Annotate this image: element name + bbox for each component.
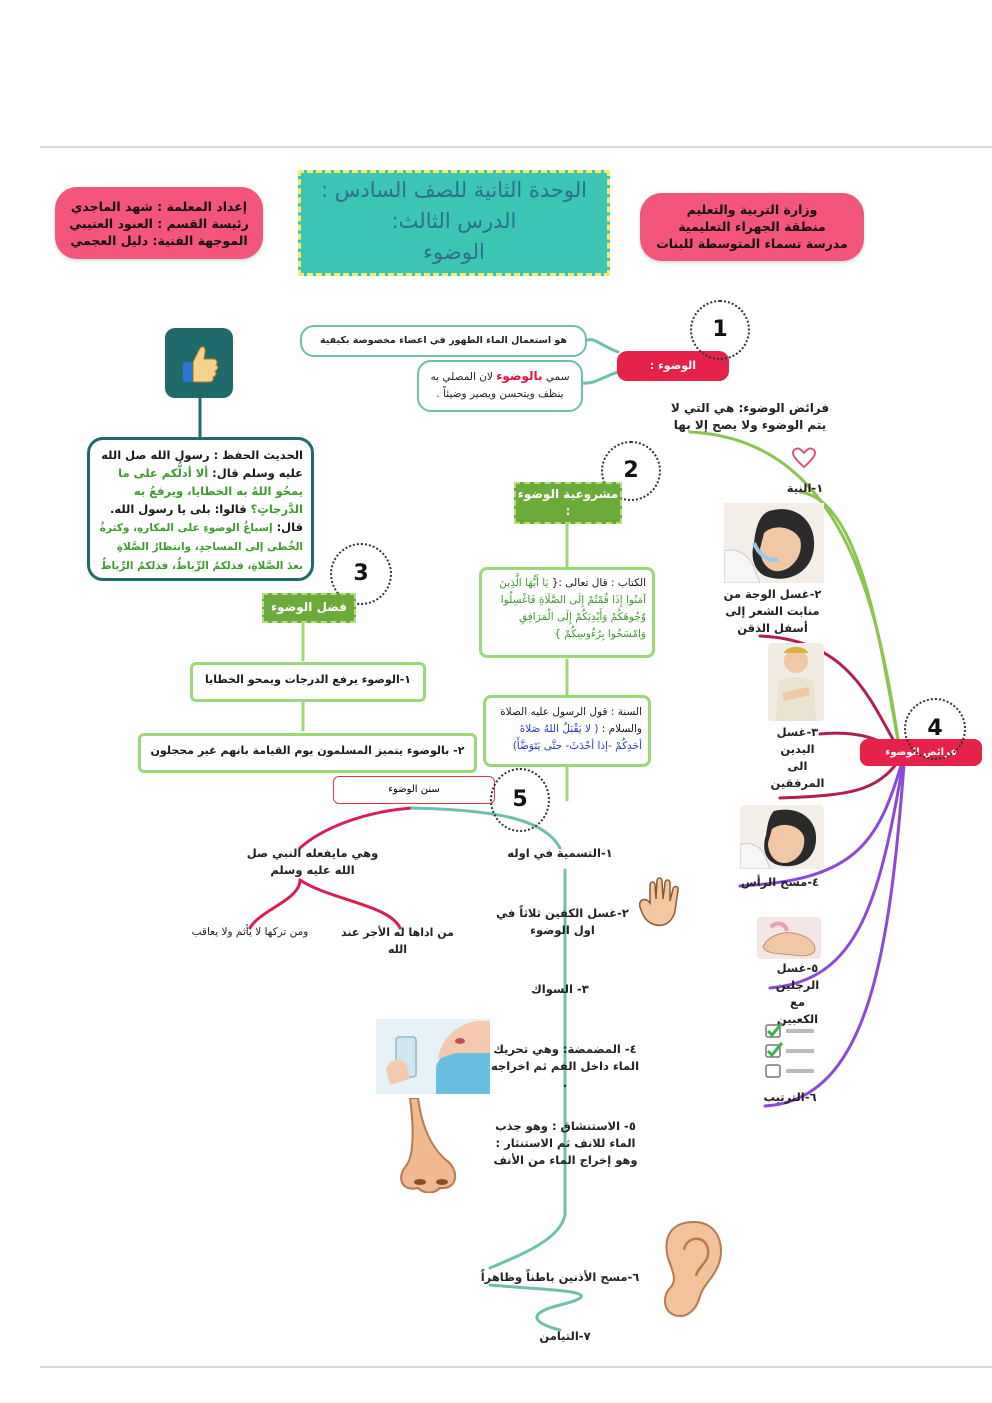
sunan-item-6: ٦-مسح الأذنين باطناً وظاهراً	[480, 1270, 640, 1284]
section-number-2: 2	[601, 441, 661, 501]
wudu-name-reason: سمي بالوضوء لان المصلي به ينظف ويتحسن وي…	[417, 360, 583, 412]
section-number-1: 1	[690, 300, 750, 360]
section-number-4: 4	[904, 698, 966, 760]
virtue-item-1: ١-الوضوء يرفع الدرجات ويمحو الخطايا	[190, 662, 426, 702]
teacher-info-box: إعداد المعلمة : شهد الماجدي رئيسة القسم …	[55, 187, 263, 259]
mouth-rinse-icon	[376, 1019, 490, 1094]
sunan-tag: سنن الوضوء	[333, 776, 495, 804]
ministry-info-box: وزارة التربية والتعليم منطقة الجهراء الت…	[640, 193, 864, 261]
quran-intro: الكتاب : قال تعالى :{	[551, 577, 646, 589]
quran-verse: يَا أَيُّهَا الَّذِينَ آمَنُوا إِذَا قُم…	[499, 577, 646, 640]
foot-washing-icon	[757, 917, 821, 959]
sunan-item-2: ٢-غسل الكفين ثلاثاً في اول الوضوء	[496, 906, 629, 937]
sunan-item-1: ١-التسمية في اوله	[507, 846, 613, 860]
region-line: منطقة الجهراء التعليمية	[678, 219, 826, 234]
sunnah-intro: السنة : قول الرسول عليه الصلاة والسلام :	[500, 706, 642, 735]
reason-prefix: سمي	[545, 371, 570, 383]
faraid-item-4: ٤-مسح الرأس	[740, 875, 820, 889]
ministry-line: وزارة التربية والتعليم	[686, 202, 818, 217]
unit-title: الوحدة الثانية للصف السادس :	[321, 178, 587, 202]
hand-icon	[632, 877, 694, 929]
faraid-item-1: ١-النية	[786, 481, 824, 495]
section-number-3: 3	[330, 543, 392, 605]
dept-head-line: رئيسة القسم : العنود العتيبي	[69, 216, 249, 231]
faraid-item-2: ٢-غسل الوجة من منابت الشعر إلى أسفل الذق…	[723, 587, 822, 635]
sunnah-evidence-box: السنة : قول الرسول عليه الصلاة والسلام :…	[483, 695, 651, 767]
lesson-title-box: الوحدة الثانية للصف السادس : الدرس الثال…	[298, 170, 610, 276]
hadith-said: قالوا: بلى يا رسول الله. قال:	[109, 502, 303, 534]
section-number-5: 5	[490, 768, 550, 832]
checklist-icon	[762, 1021, 818, 1083]
top-divider	[40, 146, 992, 148]
sunan-item-3: ٣- السواك	[531, 982, 589, 996]
sunan-no-punishment: ومن تركها لا يأثم ولا يعاقب	[191, 926, 309, 938]
bottom-divider	[40, 1366, 992, 1368]
heart-icon	[791, 447, 817, 469]
school-line: مدرسة تسماء المتوسطة للبنات	[656, 236, 848, 251]
hadith-text1: ألا أدلُّكم على ما يمحُو اللهُ به الخطاي…	[118, 466, 303, 516]
wudu-definition: هو استعمال الماء الطهور في اعضاء مخصوصة …	[300, 325, 587, 374]
reason-keyword: بالوضوء	[496, 369, 543, 383]
faraid-item-5: ٥-غسل الرجلين مع الكعبين	[775, 961, 820, 1026]
reason-rest: لان المصلي به	[430, 371, 493, 383]
head-wiping-icon	[739, 805, 824, 870]
wudu-pill: الوضوء :	[617, 351, 729, 381]
sunan-reward: من اداها له الأجر عند الله	[341, 926, 454, 956]
supervisor-line: الموجهة الفنية: دليل العجمي	[70, 233, 248, 248]
sunan-item-7: ٧-التيامن	[539, 1329, 591, 1343]
arm-washing-icon	[768, 643, 824, 721]
quran-evidence-box: الكتاب : قال تعالى :{ يَا أَيُّهَا الَّذ…	[479, 567, 655, 658]
reason-line2: ينظف ويتحسن ويصير وضيئاً .	[436, 388, 564, 400]
sunan-description: وهي مايفعله النبي صل الله عليه وسلم	[246, 846, 379, 877]
virtue-item-2: ٢- بالوضوء يتميز المسلمون يوم القيامة با…	[138, 733, 477, 773]
hadith-box: الحديث الحفظ : رسول الله صل الله عليه وس…	[87, 437, 314, 581]
virtue-tag: فضل الوضوء	[262, 593, 356, 623]
face-washing-icon	[723, 503, 824, 584]
hadith-text2: إسباغُ الوضوءِ على المكارهِ، وكثرةُ الخُ…	[99, 522, 303, 572]
sunan-item-5: ٥- الاستنشاق : وهو جذب الماء للانف ثم ال…	[493, 1119, 638, 1167]
faraid-item-3: ٣-غسل اليدين الى المرفقين	[770, 725, 825, 790]
lesson-title: الدرس الثالث:	[391, 209, 517, 233]
faraid-item-6: ٦-الترتيب	[763, 1090, 817, 1104]
teacher-line: إعداد المعلمة : شهد الماجدي	[70, 199, 248, 214]
faraid-definition: فرائض الوضوء: هي التي لا يتم الوضوء ولا …	[670, 401, 830, 432]
topic-title: الوضوء	[423, 240, 485, 264]
ear-icon	[660, 1220, 726, 1320]
nose-icon	[388, 1097, 468, 1194]
legitimacy-tag: مشروعية الوضوء :	[514, 482, 622, 524]
thumbs-up-icon	[165, 328, 233, 398]
hadith-intro: الحديث الحفظ : رسول الله صل الله عليه وس…	[101, 448, 303, 480]
sunnah-hadith: ( لا يَقْبَلُ اللهُ صَلاةَ أحَدِكُمْ -إذ…	[512, 723, 642, 752]
sunan-item-4: ٤- المضمضة: وهي تحريك الماء داخل الفم ثم…	[490, 1042, 640, 1090]
